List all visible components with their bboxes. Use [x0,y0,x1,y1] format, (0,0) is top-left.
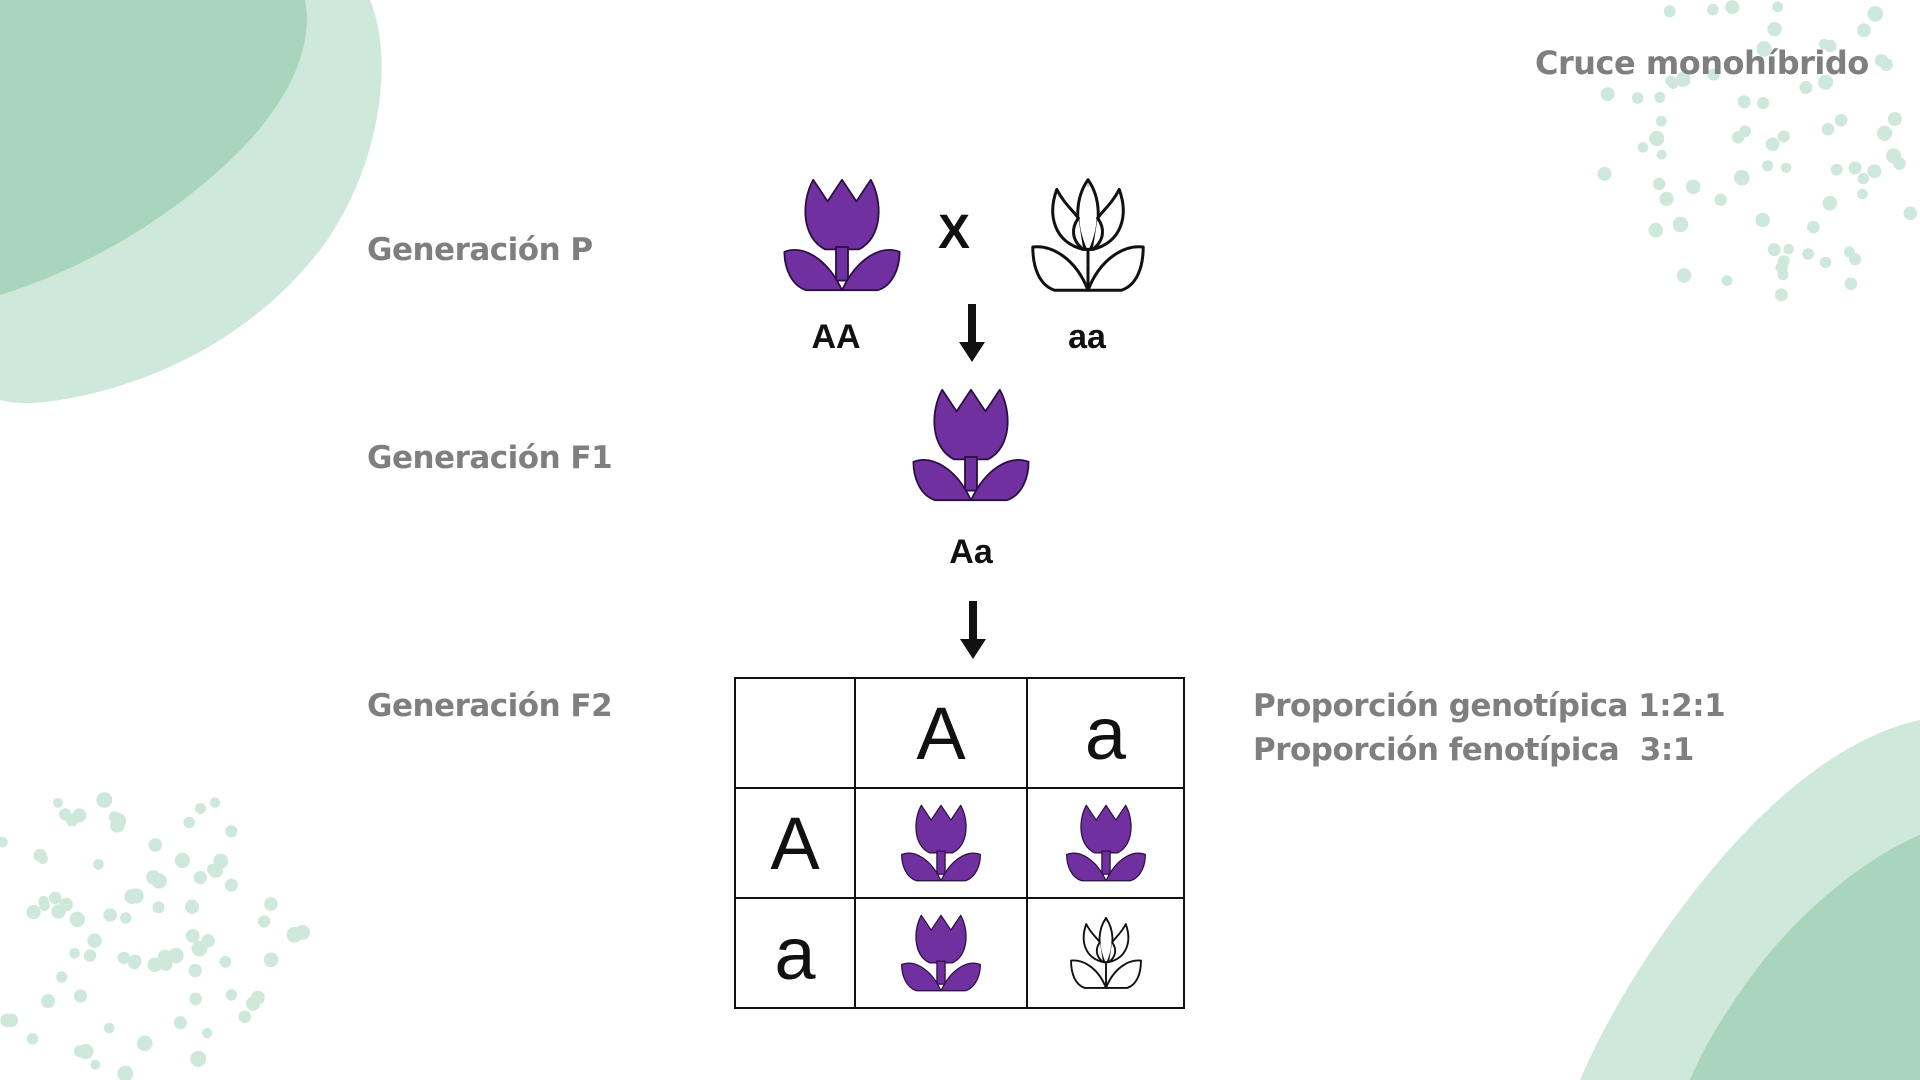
punnett-cell-aa [1026,897,1185,1009]
phenotypic-ratio: Proporción fenotípica 3:1 [1253,732,1694,768]
blob-bottom-right-dark [1690,835,1920,1080]
punnett-cell-AA [854,787,1028,899]
white-tulip-icon [1068,915,1144,991]
parent-genotype-aa-dominant: AA [811,318,861,356]
generation-f2-label: Generación F2 [367,688,613,724]
punnett-cell-Aa-top [1026,787,1185,899]
purple-tulip-icon [1065,802,1147,884]
down-arrow-icon [958,600,988,662]
blob-top-left-dark [0,0,307,295]
punnett-row-header-a-dominant: A [734,787,856,899]
down-arrow-icon [957,303,987,365]
punnett-corner-cell [734,677,856,789]
punnett-col-header-a-recessive: a [1026,677,1185,789]
genotypic-ratio: Proporción genotípica 1:2:1 [1253,688,1726,724]
dots-top-right [1597,0,1918,302]
generation-p-label: Generación P [367,232,593,268]
purple-tulip-parent-icon [782,175,902,295]
dots-bottom-left [0,792,310,1080]
white-tulip-parent-icon [1028,175,1148,295]
generation-f1-label: Generación F1 [367,440,613,476]
punnett-cell-Aa-bottom [854,897,1028,1009]
punnett-row-header-a-recessive: a [734,897,856,1009]
slide-title: Cruce monohíbrido [1535,44,1869,82]
punnett-col-header-a-dominant: A [854,677,1028,789]
parent-genotype-aa-recessive: aa [1068,318,1106,356]
f1-genotype: Aa [949,533,993,571]
purple-tulip-f1-icon [911,385,1031,505]
purple-tulip-icon [900,912,982,994]
purple-tulip-icon [900,802,982,884]
cross-symbol: X [938,206,971,259]
punnett-square: A a A a [734,677,1185,1009]
